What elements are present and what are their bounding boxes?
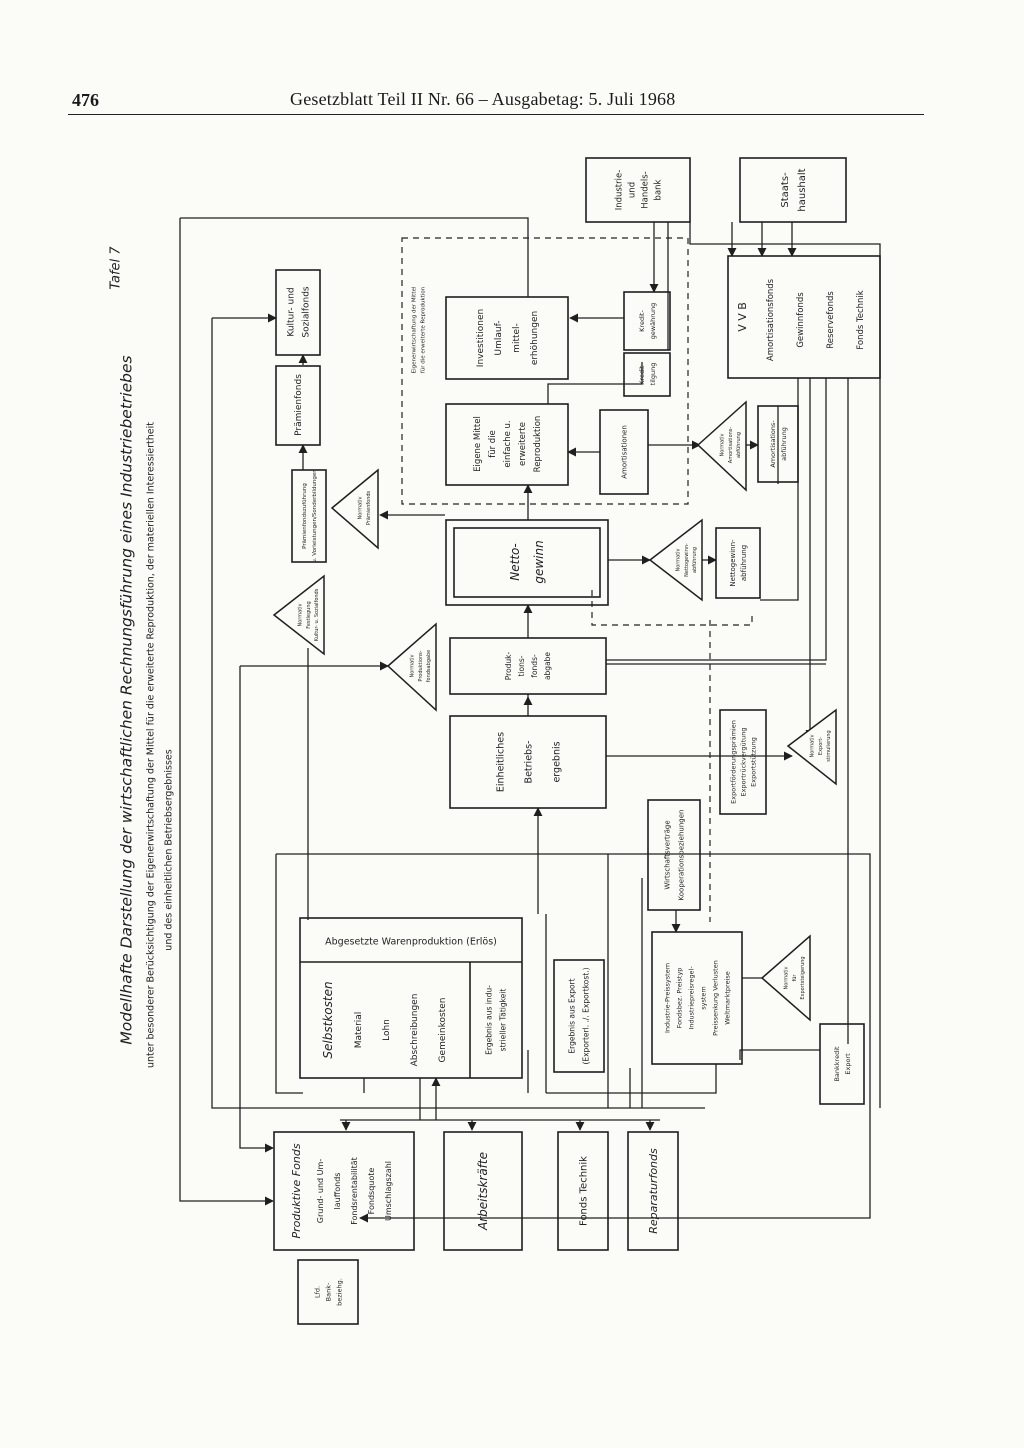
amortisationen-box [599,409,649,495]
fonds-technik-box [557,1131,609,1251]
diagram-title: Modellhafte Darstellung der wirtschaftli… [117,355,135,1044]
eigenmittel-box [445,403,569,486]
pf-item-1: lauffonds [333,1173,342,1210]
exportstuetzung-box [719,709,767,815]
bankkredit-box [819,1023,865,1105]
vvb-item-3: Fonds Technik [856,290,866,349]
kreditgewaehrung-label: Kredit-gewährung [638,303,657,340]
kreditgewaehrung-box [623,291,671,351]
triangle-kultur [272,574,325,656]
pf-item-3: Fondsquote [367,1168,376,1215]
pfa-box [449,637,607,695]
praemienfonds-box [275,365,321,446]
triangle-export2 [760,934,811,1022]
triangle-ngn [648,518,703,602]
bank-box [585,157,691,223]
tafel-label: Tafel 7 [109,246,124,290]
reparaturfonds-label: Reparaturfonds [647,1148,660,1234]
selbstkosten-label: Selbstkosten [321,981,335,1058]
staatshaushalt-box [739,157,847,223]
vvb-item-1: Gewinnfonds [796,292,806,348]
ebe-box [449,715,607,809]
lfbank-box [297,1259,359,1325]
produktive-fonds-box [273,1131,415,1251]
diagram-subtitle-2: und des einheitlichen Betriebsergebnisse… [163,749,174,950]
sk-item-2: Abschreibungen [410,994,420,1067]
amortisationen-label: Amortisationen [620,425,628,479]
wirtschaftsvertraege-box [647,799,701,911]
diagram-subtitle: unter besonderer Berücksichtigung der Ei… [145,422,156,1068]
triangles [272,400,837,1022]
triangle-amort [696,400,747,492]
triangle-export [786,708,837,786]
pfz-box [291,469,327,563]
vvb-box [727,255,881,379]
pf-item-2: Fondsrentabilität [350,1157,359,1225]
kultur-box [275,269,321,356]
ngabf-box [715,527,761,599]
boxes [273,157,881,1325]
triangle-pfa [386,622,437,712]
header-title: Gesetzblatt Teil II Nr. 66 – Ausgabetag:… [290,89,676,109]
ergebnis-export-label: Ergebnis aus Export(Exporterl. ./. Expor… [568,967,591,1064]
nettogewinn-box [445,519,609,606]
sk-item-1: Lohn [382,1019,392,1041]
vvb-title: V V B [736,302,749,332]
kredittilgung-label: Kredit-tilgung [638,363,657,386]
amort-abf-box [757,405,799,483]
pf-item-4: Umschlagszahl [384,1161,393,1221]
preissystem-box [651,931,743,1065]
amort-abf-label: Amortisations-abführung [769,420,788,468]
reparaturfonds-box [627,1131,679,1251]
labels: Modellhafte Darstellung der wirtschaftli… [109,168,867,1305]
connector-lines [179,217,881,1223]
vvb-item-0: Amortisationsfonds [766,278,776,361]
vvb-item-2: Reservefonds [826,291,836,349]
fonds-technik-label: Fonds Technik [579,1156,590,1226]
ngabf-label: Nettogewinn-abführung [729,539,748,587]
ergebnis-neben-label: Ergebnis aus indu-strieller Tätigkeit [485,985,508,1055]
nettogewinn-inner [453,527,601,598]
pf-item-0: Grund- und Um- [316,1159,325,1224]
praemienfonds-label: Prämienfonds [294,374,304,436]
triangle-praem [330,468,379,550]
nettogewinn-label: Netto-gewinn [508,540,546,583]
arbeitskraefte-label: Arbeitskräfte [476,1152,490,1231]
lfbank-label: Lfd.Bank-beziehg. [313,1278,343,1306]
staatshaushalt-label: Staats-haushalt [780,168,808,211]
dashed-lines [401,237,753,922]
kredittilgung-box [623,352,671,397]
produktive-fonds-label: Produktive Fonds [290,1143,303,1238]
sk-item-0: Material [354,1012,364,1049]
arbeitskraefte-box [443,1131,523,1251]
ergebnis-export-box [553,959,605,1073]
page-number: 476 [72,90,99,110]
page-header: 476 Gesetzblatt Teil II Nr. 66 – Ausgabe… [68,86,924,115]
pfa-label: Produk-tions-fonds-abgabe [504,651,552,680]
awp-box [299,917,523,1079]
sk-item-3: Gemeinkosten [438,998,448,1063]
awp-title: Abgesetzte Warenproduktion (Erlös) [325,936,497,947]
investitionen-box [445,296,569,380]
